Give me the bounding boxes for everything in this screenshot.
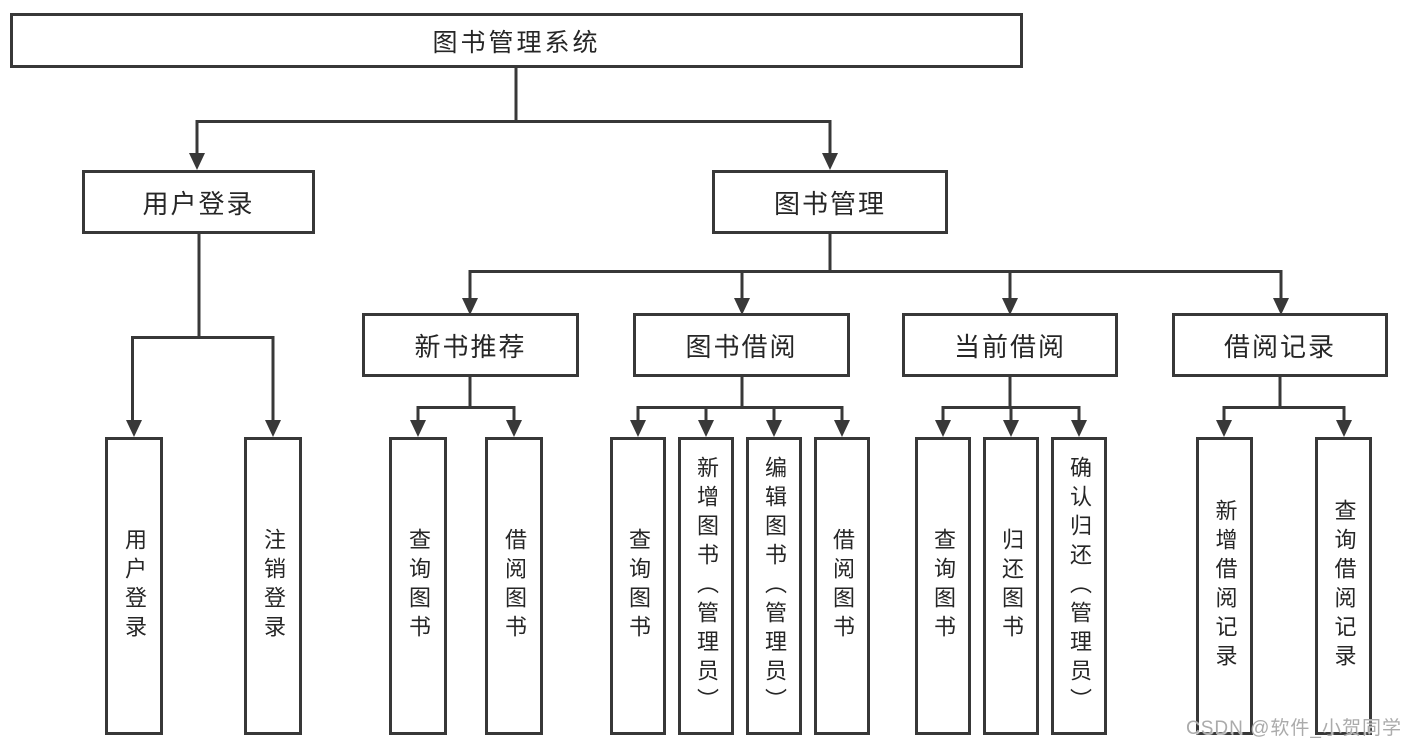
- connector-book-mgmt-to-level2: [468, 234, 1283, 300]
- csdn-watermark: CSDN @软件_小贺同学: [1186, 718, 1402, 739]
- connector-new-book-rec-to-leaves: [416, 377, 516, 422]
- node-leaf-current-confirm-admin: 确认归还（管理员）: [1051, 437, 1107, 735]
- node-root-system: 图书管理系统: [10, 13, 1023, 68]
- node-leaf-newbook-borrow: 借阅图书: [485, 437, 543, 735]
- connector-book-borrow-to-leaves: [636, 377, 844, 422]
- node-leaf-newbook-query: 查询图书: [389, 437, 447, 735]
- node-book-borrow: 图书借阅: [633, 313, 850, 377]
- node-borrow-record: 借阅记录: [1172, 313, 1388, 377]
- node-leaf-current-query: 查询图书: [915, 437, 971, 735]
- node-leaf-current-return: 归还图书: [983, 437, 1039, 735]
- node-book-management: 图书管理: [712, 170, 948, 234]
- node-new-book-recommend: 新书推荐: [362, 313, 579, 377]
- node-leaf-borrow-edit-admin: 编辑图书（管理员）: [746, 437, 802, 735]
- node-leaf-user-login: 用户登录: [105, 437, 163, 735]
- connector-borrow-record-to-leaves: [1222, 377, 1346, 422]
- node-leaf-borrow-borrow: 借阅图书: [814, 437, 870, 735]
- node-user-login: 用户登录: [82, 170, 315, 234]
- node-leaf-logout: 注销登录: [244, 437, 302, 735]
- node-leaf-record-query: 查询借阅记录: [1315, 437, 1372, 735]
- connector-root-to-level1: [195, 68, 832, 155]
- node-leaf-record-add: 新增借阅记录: [1196, 437, 1253, 735]
- connector-current-borrow-to-leaves: [941, 377, 1081, 422]
- connector-user-login-to-leaves: [131, 234, 275, 422]
- node-leaf-borrow-add-admin: 新增图书（管理员）: [678, 437, 734, 735]
- node-current-borrow: 当前借阅: [902, 313, 1118, 377]
- node-leaf-borrow-query: 查询图书: [610, 437, 666, 735]
